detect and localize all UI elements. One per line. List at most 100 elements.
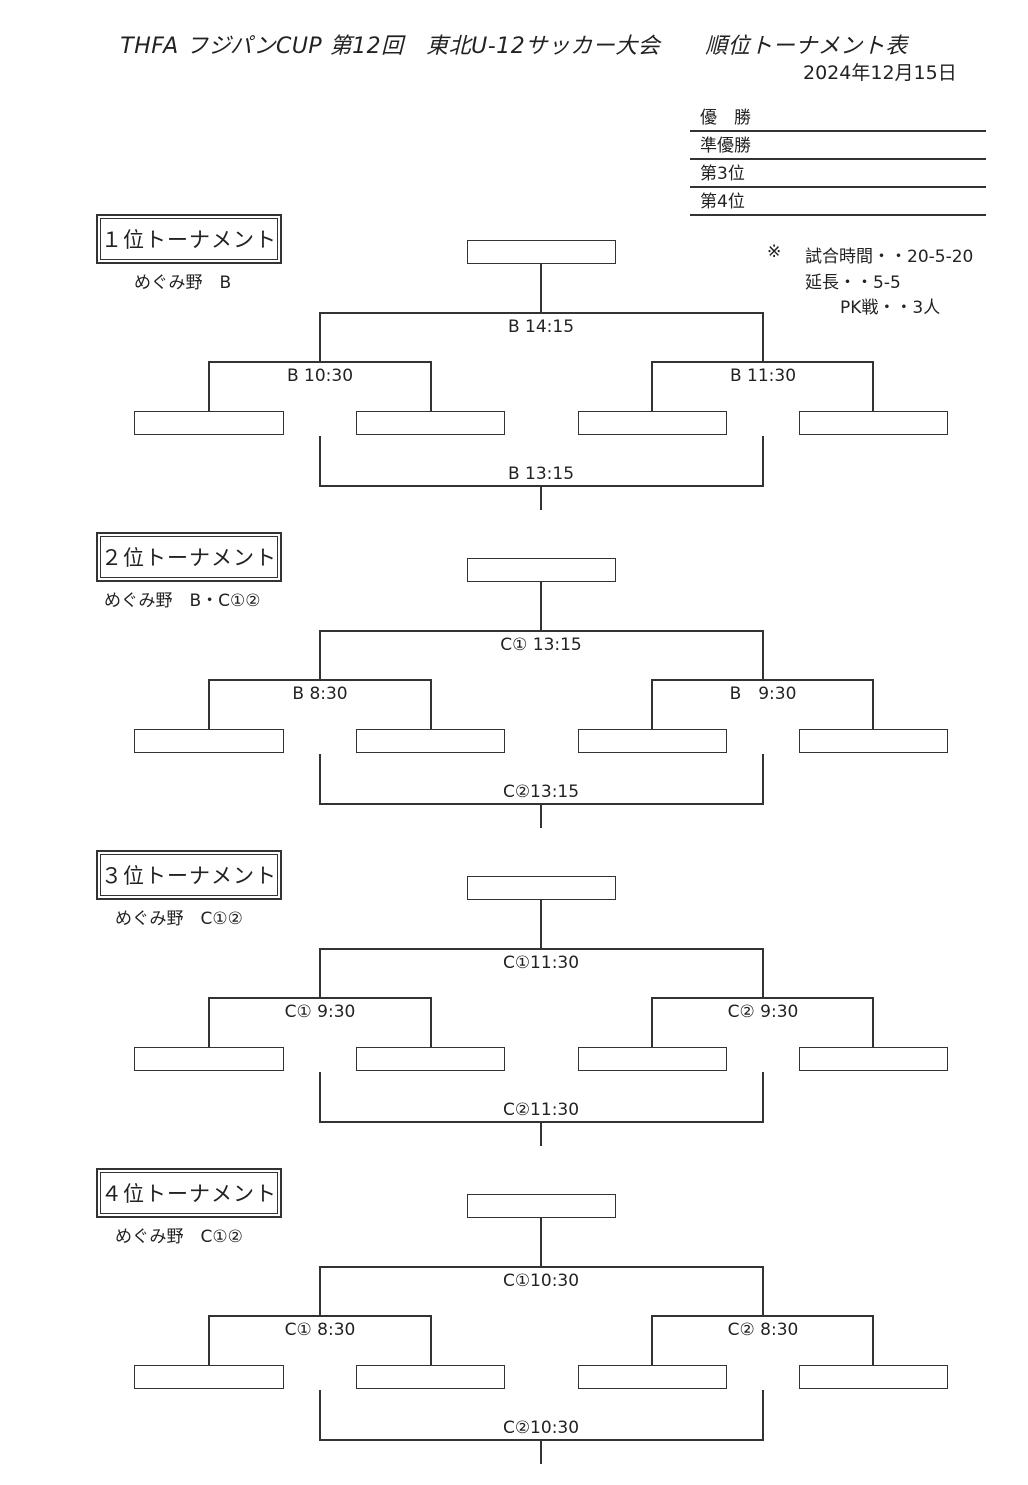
team-box[interactable] xyxy=(799,411,948,435)
team-box[interactable] xyxy=(134,411,284,435)
bracket-line xyxy=(540,486,542,510)
semi-left-match-time: B 8:30 xyxy=(290,684,350,704)
winner-box[interactable] xyxy=(467,1194,616,1218)
bracket-line xyxy=(430,679,432,729)
bracket-line xyxy=(430,361,432,411)
bracket-line xyxy=(540,1122,542,1146)
team-box[interactable] xyxy=(356,729,505,753)
bracket-line xyxy=(762,754,764,804)
semi-right-match-time: C② 8:30 xyxy=(725,1320,801,1340)
bracket-line xyxy=(651,1315,653,1365)
bracket-line xyxy=(319,1266,764,1268)
bracket-line xyxy=(762,948,764,998)
result-row-third: 第3位 xyxy=(690,160,986,188)
bracket-line xyxy=(651,679,874,681)
semi-right-match-time: B 11:30 xyxy=(727,366,799,386)
team-box[interactable] xyxy=(578,411,727,435)
bracket-line xyxy=(872,361,874,411)
semi-right-match-time: C② 9:30 xyxy=(725,1002,801,1022)
tournament-label: １位トーナメント xyxy=(96,214,282,264)
team-box[interactable] xyxy=(578,1047,727,1071)
team-box[interactable] xyxy=(356,1047,505,1071)
bracket-line xyxy=(319,312,321,362)
note-match-time: 試合時間・・20-5-20 xyxy=(805,247,974,267)
result-label: 第4位 xyxy=(700,192,745,212)
tournament-label-text: ４位トーナメント xyxy=(100,1172,278,1214)
bracket-line xyxy=(319,1072,321,1122)
bracket-line xyxy=(762,436,764,486)
team-box[interactable] xyxy=(799,1047,948,1071)
bracket-line xyxy=(430,1315,432,1365)
semi-right-match-time: B 9:30 xyxy=(727,684,799,704)
tournament-label-text: ３位トーナメント xyxy=(100,854,278,896)
bracket-line xyxy=(319,1390,321,1440)
result-row-champion: 優 勝 xyxy=(690,104,986,132)
team-box[interactable] xyxy=(578,729,727,753)
bracket-line xyxy=(651,679,653,729)
bracket-line xyxy=(651,361,874,363)
bracket-line xyxy=(651,997,874,999)
bracket-line xyxy=(762,312,764,362)
note-pk: PK戦・・3人 xyxy=(840,298,941,318)
bracket-line xyxy=(208,1315,432,1317)
tournament-venue: めぐみ野 C①② xyxy=(115,1227,243,1247)
tournament-venue: めぐみ野 C①② xyxy=(115,909,243,929)
team-box[interactable] xyxy=(799,729,948,753)
page-title: THFA フジパンCUP 第12回 東北U-12サッカー大会 順位トーナメント表 xyxy=(120,34,908,59)
bracket-line xyxy=(540,804,542,828)
tournament-label-text: １位トーナメント xyxy=(100,218,278,260)
bracket-line xyxy=(540,264,542,313)
bracket-line xyxy=(651,1315,874,1317)
team-box[interactable] xyxy=(134,729,284,753)
team-box[interactable] xyxy=(134,1365,284,1389)
winner-box[interactable] xyxy=(467,240,616,264)
tournament-label: ２位トーナメント xyxy=(96,532,282,582)
final-match-time: B 14:15 xyxy=(505,317,577,337)
bracket-line xyxy=(651,361,653,411)
result-label: 優 勝 xyxy=(700,108,751,128)
bracket-line xyxy=(208,679,210,729)
bracket-line xyxy=(319,948,321,998)
third-place-match-time: B 13:15 xyxy=(505,464,577,484)
tournament-label: ４位トーナメント xyxy=(96,1168,282,1218)
bracket-line xyxy=(540,582,542,631)
team-box[interactable] xyxy=(134,1047,284,1071)
winner-box[interactable] xyxy=(467,876,616,900)
bracket-line xyxy=(319,754,321,804)
note-extra-time: 延長・・5-5 xyxy=(805,273,901,293)
event-date: 2024年12月15日 xyxy=(803,62,957,84)
bracket-line xyxy=(319,948,764,950)
bracket-line xyxy=(208,679,432,681)
final-match-time: C① 13:15 xyxy=(498,635,584,655)
result-label: 第3位 xyxy=(700,164,745,184)
third-place-match-time: C②11:30 xyxy=(500,1100,582,1120)
bracket-line xyxy=(319,630,764,632)
result-row-fourth: 第4位 xyxy=(690,188,986,216)
bracket-line xyxy=(319,312,764,314)
bracket-line xyxy=(872,997,874,1047)
bracket-line xyxy=(872,1315,874,1365)
tournament-venue: めぐみ野 B xyxy=(134,273,232,293)
team-box[interactable] xyxy=(578,1365,727,1389)
third-place-match-time: C②10:30 xyxy=(500,1418,582,1438)
bracket-line xyxy=(762,630,764,680)
team-box[interactable] xyxy=(356,1365,505,1389)
bracket-line xyxy=(430,997,432,1047)
bracket-line xyxy=(208,997,432,999)
bracket-line xyxy=(651,997,653,1047)
bracket-line xyxy=(319,436,321,486)
bracket-line xyxy=(208,1315,210,1365)
tournament-label-text: ２位トーナメント xyxy=(100,536,278,578)
team-box[interactable] xyxy=(356,411,505,435)
bracket-line xyxy=(540,1440,542,1464)
bracket-line xyxy=(762,1266,764,1316)
tournament-venue: めぐみ野 B・C①② xyxy=(104,591,261,611)
final-match-time: C①10:30 xyxy=(500,1271,582,1291)
bracket-line xyxy=(872,679,874,729)
winner-box[interactable] xyxy=(467,558,616,582)
bracket-line xyxy=(319,1266,321,1316)
bracket-line xyxy=(540,1218,542,1267)
team-box[interactable] xyxy=(799,1365,948,1389)
final-match-time: C①11:30 xyxy=(500,953,582,973)
bracket-line xyxy=(208,361,432,363)
